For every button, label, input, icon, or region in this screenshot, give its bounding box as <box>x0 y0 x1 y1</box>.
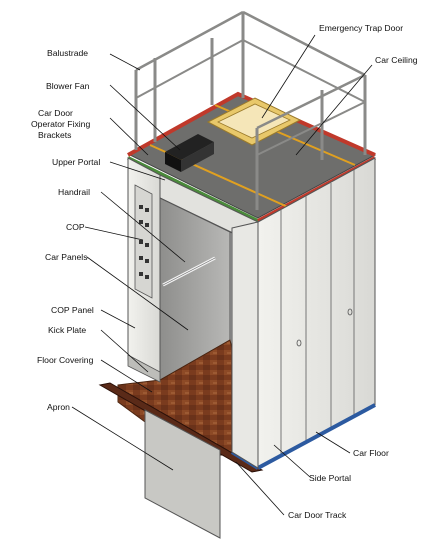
label-cop: COP <box>66 222 85 232</box>
label-handrail: Handrail <box>58 187 91 197</box>
label-car-door-track: Car Door Track <box>288 510 347 520</box>
leader-lines <box>71 34 373 516</box>
label-floor-covering: Floor Covering <box>37 355 94 365</box>
emergency-trap-door <box>206 97 302 146</box>
label-car-door-operator-line1: Car Door <box>38 108 73 118</box>
side-portal <box>231 221 259 469</box>
label-car-ceiling: Car Ceiling <box>375 55 418 65</box>
label-upper-portal: Upper Portal <box>52 157 101 167</box>
label-balustrade: Balustrade <box>47 48 89 58</box>
handrail <box>162 256 216 287</box>
cop-panel-buttons <box>134 184 153 299</box>
label-car-door-operator-line3: Brackets <box>38 130 72 140</box>
blower-fan <box>165 134 214 172</box>
label-blower-fan: Blower Fan <box>46 81 90 91</box>
label-side-portal: Side Portal <box>309 473 352 483</box>
label-car-door-operator-line2: Operator Fixing <box>31 119 91 129</box>
label-kick-plate: Kick Plate <box>48 325 87 335</box>
label-cop-panel: COP Panel <box>51 305 94 315</box>
label-apron: Apron <box>47 402 70 412</box>
label-car-panels: Car Panels <box>45 252 88 262</box>
label-car-floor: Car Floor <box>353 448 389 458</box>
apron <box>144 409 221 539</box>
label-emergency-trap-door: Emergency Trap Door <box>319 23 404 33</box>
balustrade <box>134 10 367 210</box>
